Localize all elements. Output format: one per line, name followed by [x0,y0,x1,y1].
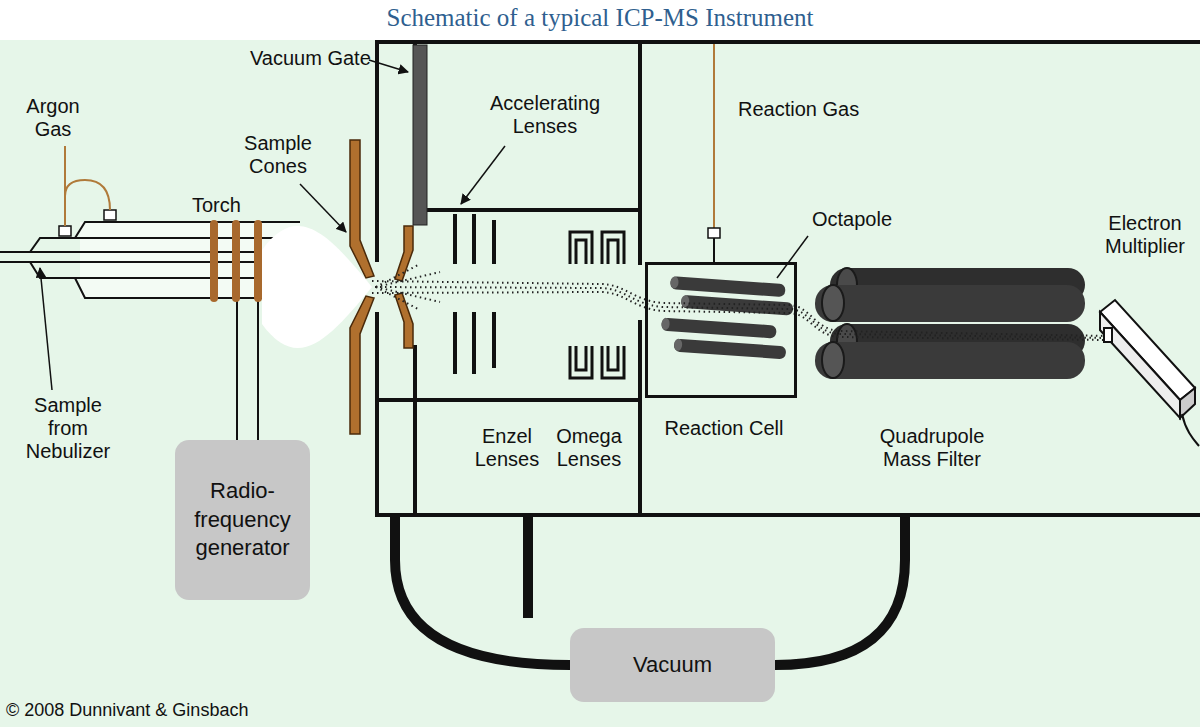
electron-multiplier [1100,300,1199,446]
node-label: Vacuum [633,651,712,680]
ion-beam [372,264,1108,340]
copyright-note: © 2008 Dunnivant & Ginsbach [6,700,248,721]
gas-valve [708,228,720,238]
multiplier-face [1100,312,1180,418]
part-label: Reaction Gas [738,98,859,121]
lens-plate [453,312,457,374]
rod-end [822,285,844,321]
housing-wall [415,208,640,212]
quadrupole [815,268,1085,379]
reaction-gas-line [713,44,715,228]
part-label: Electron Multiplier [1097,212,1193,258]
octapole-rod [661,318,777,339]
multiplier-side [1180,388,1195,418]
octapole-rod [674,339,787,360]
gas-valve [59,226,71,236]
part-label: Argon Gas [17,95,89,141]
coil-turn [210,220,218,302]
housing-wall [375,513,1200,517]
lens-plate [472,312,476,374]
quadrupole-rod [815,342,1085,379]
detector-slot [1104,328,1112,342]
leaders [40,60,808,390]
lens-plate [492,220,496,264]
lens-plate [492,312,496,368]
omega-lens [602,232,624,264]
ion-path [372,281,1108,336]
signal-cable [1182,414,1199,446]
ion-path [372,292,1108,340]
housing-wall [375,40,1200,44]
multiplier-top [1100,300,1195,400]
lens-plate [472,214,476,264]
leader-arrow [40,268,52,390]
accelerating-lenses [453,214,496,374]
rod-end [822,342,844,378]
part-label: Omega Lenses [550,425,628,471]
octapole-rod [681,295,794,316]
octapole-rod [670,276,786,297]
part-label: Enzel Lenses [471,425,543,471]
ion-spray [376,264,440,310]
housing [375,42,1200,515]
argon-line [65,180,110,210]
leader-arrow [369,60,408,72]
gas-inlet [713,238,715,262]
leader-arrow [300,184,346,232]
part-label: Vacuum Gate [250,47,371,70]
rod-end [674,339,683,352]
omega-lens [570,232,592,264]
octapole [660,276,795,360]
argon-line [64,146,66,226]
gas-valve [104,210,116,220]
housing-wall [377,398,640,402]
part-label: Torch [192,194,241,217]
vacuum-pipe [523,515,533,618]
sampler-cone [350,296,374,434]
omega-lenses [570,232,624,378]
sampler-cone [350,140,374,278]
coil-turn [254,220,262,302]
leader-line [777,236,808,278]
housing-wall [375,42,379,515]
rf-generator-box: Radio-frequency generator [175,440,310,600]
node-label: Reaction Cell [628,417,820,440]
diagram-title: Schematic of a typical ICP-MS Instrument [0,4,1200,32]
background [0,40,1200,727]
coil-turn [232,220,240,302]
rf-wire [237,300,258,440]
gas-valves [59,210,116,236]
leader-arrow [461,146,505,204]
housing-wall [638,42,642,515]
quadrupole-rod [815,285,1085,322]
vacuum-pipe [775,515,905,665]
node-label: Radio-frequency generator [185,477,300,563]
lens-plate [453,214,457,264]
vacuum-pump-box: Vacuum [570,628,775,702]
rf-coil [210,220,262,440]
argon-lines [65,146,110,226]
rod-end [681,295,690,308]
part-label: Octapole [812,208,892,231]
part-label: Accelerating Lenses [482,92,608,138]
part-label: Sample Cones [236,132,320,178]
rod-end [670,276,679,289]
rod-end [661,318,670,331]
vacuum-gate [413,45,427,225]
reaction-cell-box: Reaction Cell [645,262,797,398]
omega-lens [602,346,624,378]
vacuum-pipe [395,515,570,665]
omega-lens [570,346,592,378]
part-label: Sample from Nebulizer [18,394,118,463]
part-label: Quadrupole Mass Filter [866,425,998,471]
